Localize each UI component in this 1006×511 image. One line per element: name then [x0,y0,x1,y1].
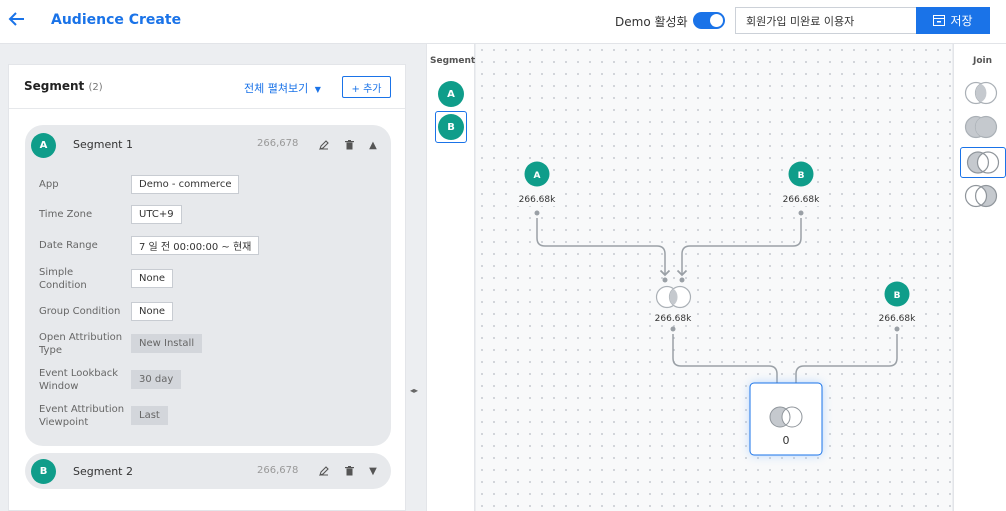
field-label: Simple Condition [39,267,87,291]
field-label: Event Lookback Window [39,368,119,392]
canvas-node-a[interactable]: A 266.68k [516,161,558,207]
segment-card-1: A Segment 1 266,678 ▲ App Demo - commerc… [25,125,391,446]
node-b-badge: B [798,171,805,181]
edit-icon[interactable] [318,465,330,477]
expand-caret-icon[interactable]: ▼ [369,465,377,477]
palette-selection-frame [435,111,467,143]
node-b2-count: 266.68k [879,314,916,324]
palette-segment-a[interactable]: A [438,81,464,107]
connector-join1-to-join2 [672,334,783,397]
field-label: Time Zone [39,209,93,220]
join-node-2-count: 0 [783,434,790,447]
field-value: Demo - commerce [131,175,240,194]
segment-user-count: 266,678 [257,465,299,476]
segment-badge: A [31,133,56,158]
delete-icon[interactable] [343,465,355,477]
audience-name-input[interactable] [735,7,917,34]
segment-panel: Segment (2) 전체 펼쳐보기 ▼ + 추가 A Segment 1 2… [8,64,406,511]
node-b-count: 266.68k [783,195,820,205]
palette-segment-b[interactable]: B [438,114,464,140]
field-label: Event Attribution Viewpoint [39,404,125,428]
node-a-count: 266.68k [519,195,556,205]
resize-arrows-icon: ◂▸ [410,386,419,395]
field-label: App [39,179,59,190]
caret-down-icon: ▼ [314,85,321,94]
flow-canvas[interactable]: A 266.68k B 266.68k 266.68k B 266.68k [476,44,952,511]
field-value: None [131,302,174,321]
connection-ports [534,210,900,403]
page-title: Audience Create [51,12,182,28]
expand-all-link[interactable]: 전체 펼쳐보기 ▼ [244,80,321,96]
save-icon [933,15,946,26]
join-palette: Join [953,44,1006,511]
edit-icon[interactable] [318,139,330,151]
connector-b-to-join1 [676,218,802,277]
field-value: None [131,269,174,288]
segment-user-count: 266,678 [257,138,299,149]
save-button-label: 저장 [950,14,973,28]
segment-badge: B [31,459,56,484]
canvas-join-node-2[interactable]: 0 [749,382,823,456]
canvas-node-b-2[interactable]: B 266.68k [876,281,918,326]
segment-panel-header: Segment (2) 전체 펼쳐보기 ▼ + 추가 [9,65,405,109]
header-bar: Audience Create Demo 활성화 저장 [0,0,1006,44]
canvas-join-node-1[interactable]: 266.68k [652,285,694,326]
join-union-icon[interactable] [961,113,1001,141]
join-right-difference-icon[interactable] [961,182,1001,210]
demo-toggle[interactable] [693,12,725,29]
join-node-1-count: 266.68k [655,314,692,324]
join-intersection-icon[interactable] [961,79,1001,107]
segment-panel-title: Segment (2) [24,79,103,93]
field-label: Group Condition [39,306,121,317]
connector-b2-to-join2 [790,334,898,397]
segment-name: Segment 1 [73,138,133,151]
field-value: New Install [131,334,203,353]
field-label: Date Range [39,240,98,251]
collapse-caret-icon[interactable]: ▲ [369,139,377,151]
segment-count: (2) [88,82,103,93]
segment-panel-title-text: Segment [24,79,85,93]
add-segment-button[interactable]: + 추가 [342,76,391,98]
join-left-difference-icon[interactable] [960,147,1006,178]
save-button[interactable]: 저장 [916,7,990,34]
demo-toggle-label: Demo 활성화 [615,15,688,29]
segment-card-2[interactable]: B Segment 2 266,678 ▼ [25,453,391,489]
segment-palette: Segment A B [426,44,475,511]
back-arrow-icon[interactable] [8,10,28,30]
field-value: 7 일 전 00:00:00 ~ 현재 [131,236,260,255]
panel-resize-handle[interactable]: ◂▸ [406,44,426,511]
field-value: UTC+9 [131,205,182,224]
connector-a-to-join1 [536,218,671,277]
segment-name: Segment 2 [73,465,133,478]
segment-palette-title: Segment [430,56,476,66]
field-label: Open Attribution Type [39,332,123,356]
node-b2-badge: B [894,291,901,301]
expand-all-label: 전체 펼쳐보기 [244,82,309,95]
field-value: Last [131,406,168,425]
node-a-badge: A [534,171,541,181]
field-value: 30 day [131,370,182,389]
canvas-node-b[interactable]: B 266.68k [780,161,822,207]
toggle-knob [710,14,723,27]
delete-icon[interactable] [343,139,355,151]
join-palette-title: Join [973,56,993,66]
